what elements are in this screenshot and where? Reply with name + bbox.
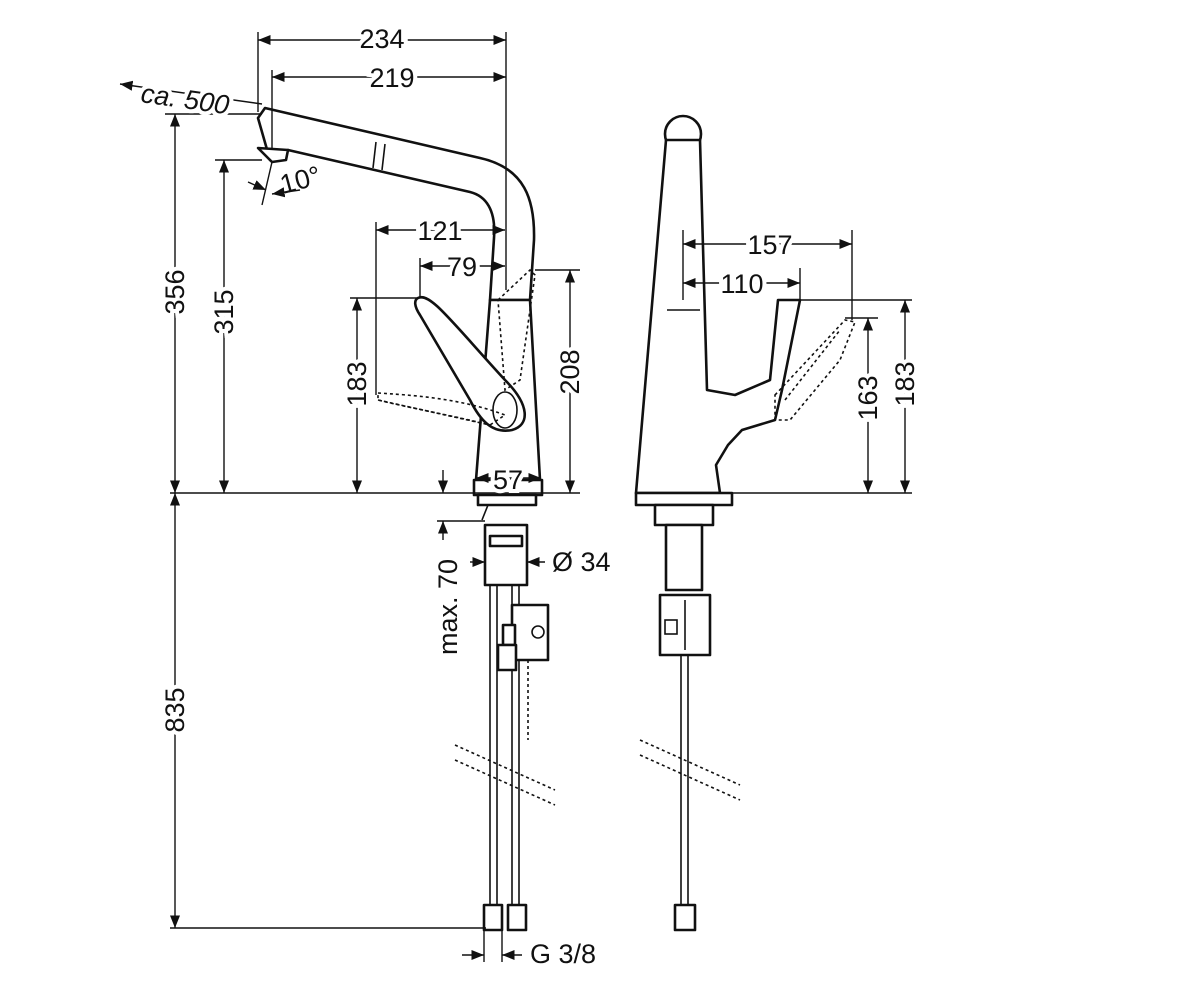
side-view	[634, 114, 857, 932]
dim-835: 835	[160, 687, 190, 732]
lever-alt-position-2	[497, 268, 536, 392]
dim-pullout: ca. 500	[139, 78, 231, 120]
dim-356: 356	[160, 269, 190, 314]
valve-box	[510, 603, 550, 662]
dim-315: 315	[209, 289, 239, 334]
dim-219: 219	[369, 63, 414, 93]
dim-diameter-34: Ø 34	[552, 547, 611, 577]
spout	[256, 106, 536, 302]
dim-157: 157	[747, 230, 792, 260]
dim-max-70: max. 70	[433, 559, 463, 655]
side-shank	[664, 523, 704, 592]
aerator	[256, 146, 290, 164]
dim-163: 163	[853, 375, 883, 420]
dim-57: 57	[493, 465, 523, 495]
shank	[483, 523, 529, 587]
side-dimensions: 157 110 163 183	[682, 226, 924, 494]
side-lever-alt	[774, 319, 857, 421]
side-hose-fitting	[673, 903, 697, 932]
dim-angle: 10°	[277, 160, 324, 200]
dim-110: 110	[720, 269, 763, 299]
dim-234: 234	[359, 24, 404, 54]
dim-208: 208	[555, 349, 585, 394]
hose-fitting-left	[482, 903, 504, 932]
dim-connection: G 3/8	[530, 939, 596, 969]
side-base-plate	[634, 491, 734, 507]
dim-183-side: 183	[890, 361, 920, 406]
front-view	[256, 106, 556, 932]
dim-79: 79	[447, 252, 477, 282]
side-body	[634, 138, 802, 495]
dim-121: 121	[417, 216, 462, 246]
front-dimensions: 234 219 ca. 500 356 315 10° 121 79 183	[119, 20, 611, 969]
dim-183-front: 183	[342, 361, 372, 406]
hose-fitting-right	[506, 903, 528, 932]
